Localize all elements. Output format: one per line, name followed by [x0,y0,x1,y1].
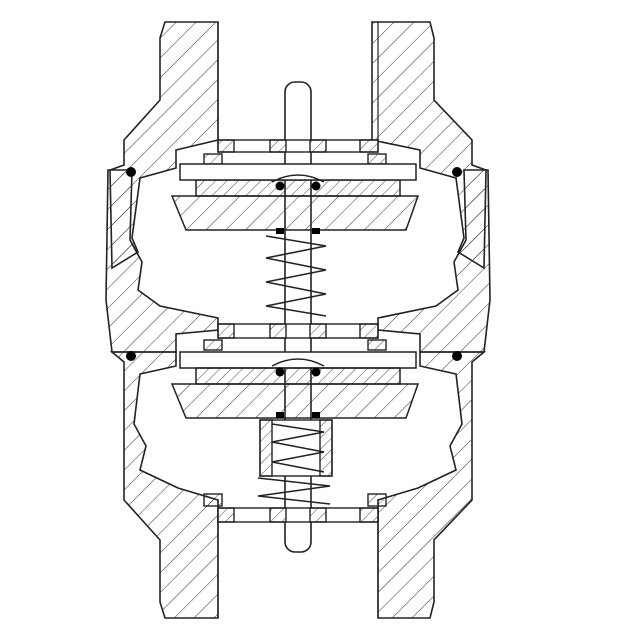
stem-seal-7 [276,412,284,418]
bottom-body-left [109,351,219,619]
stem-seal-6 [311,367,321,377]
stem-seal-3 [276,228,284,234]
o-ring-upper-left [126,167,136,177]
upper-guide-ring [203,139,387,165]
stem-seal-1 [275,181,285,191]
upper-spring [265,235,327,317]
stem-seal-5 [275,367,285,377]
middle-seat-ring [203,323,387,351]
o-ring-lower-right [452,351,462,361]
upper-check-disc [170,163,420,231]
lower-guide-ring [203,493,387,523]
stem-seal-2 [311,181,321,191]
o-ring-upper-right [452,167,462,177]
top-body-left [109,21,219,270]
stem-seal-4 [312,228,320,234]
o-ring-lower-left [126,351,136,361]
lower-spring-outer [257,477,331,505]
lower-spring-inner [271,423,325,473]
stem-seal-8 [312,412,320,418]
lower-check-disc [170,351,420,419]
